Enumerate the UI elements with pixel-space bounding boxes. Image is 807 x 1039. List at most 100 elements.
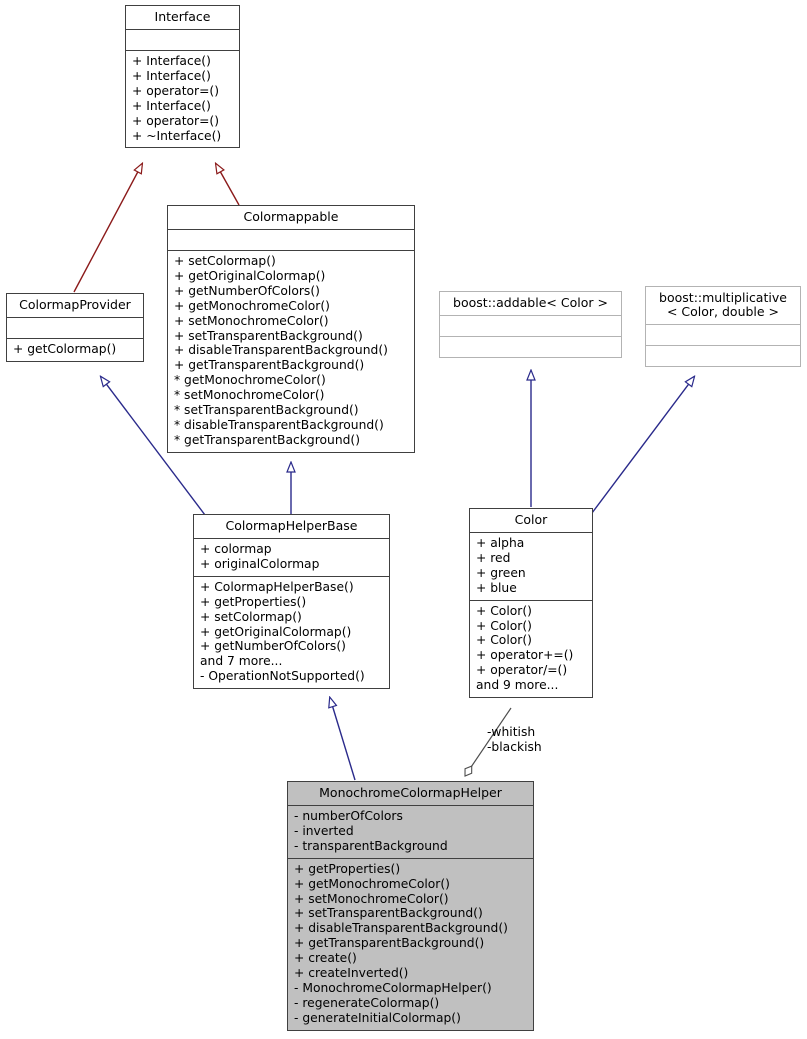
member-row: + getTransparentBackground(): [174, 358, 365, 373]
member-row: + operator/=(): [476, 663, 568, 678]
class-node-colormapprovider[interactable]: ColormapProvider + getColormap(): [6, 293, 144, 362]
member-row: + setMonochromeColor(): [294, 891, 449, 906]
member-row: + Interface(): [132, 68, 211, 83]
class-node-colormappable[interactable]: Colormappable + setColormap() + getOrigi…: [167, 205, 415, 453]
operations-compartment-colormaphelperbase: + ColormapHelperBase() + getProperties()…: [194, 577, 389, 688]
member-row: + setMonochromeColor(): [174, 313, 329, 328]
member-row: + Interface(): [132, 98, 211, 113]
member-row: + disableTransparentBackground(): [294, 921, 508, 936]
member-row: + green: [476, 565, 526, 580]
member-row: + operator+=(): [476, 648, 574, 663]
member-row: * getMonochromeColor(): [174, 373, 326, 388]
divider: [7, 338, 143, 339]
class-node-color[interactable]: Color + alpha + red + green + blue + Col…: [469, 508, 593, 699]
attributes-compartment-boost-multiplicative: [646, 325, 800, 345]
divider: [288, 805, 533, 806]
member-row: + setColormap(): [174, 254, 276, 268]
member-row: * getTransparentBackground(): [174, 432, 361, 447]
class-title-boost-addable: boost::addable< Color >: [453, 295, 608, 310]
divider: [194, 538, 389, 539]
class-title-boost-multiplicative: boost::multiplicative < Color, double >: [659, 290, 787, 319]
attributes-compartment-interface: [126, 30, 239, 50]
operations-compartment-boost-multiplicative: [646, 346, 800, 366]
member-row: + getColormap(): [13, 342, 117, 356]
member-row: + getOriginalColormap(): [174, 268, 326, 283]
attributes-compartment-monochromecolormaphelper: - numberOfColors - inverted - transparen…: [288, 806, 533, 858]
member-row: + disableTransparentBackground(): [174, 343, 388, 358]
member-row: - MonochromeColormapHelper(): [294, 980, 492, 995]
divider: [126, 50, 239, 51]
member-row: + Color(): [476, 618, 532, 633]
member-row: * setTransparentBackground(): [174, 403, 359, 418]
class-node-colormaphelperbase[interactable]: ColormapHelperBase + colormap + original…: [193, 514, 390, 690]
divider: [440, 315, 621, 316]
member-row: and 9 more...: [476, 678, 559, 693]
member-row: + getNumberOfColors(): [174, 283, 320, 298]
association-role-label-color-monochrome: -whitish -blackish: [487, 725, 542, 754]
divider: [194, 575, 389, 577]
class-title-colormaphelperbase: ColormapHelperBase: [225, 518, 358, 533]
member-row: + blue: [476, 580, 517, 595]
operations-compartment-interface: + Interface() + Interface() + operator=(…: [126, 51, 239, 147]
divider: [7, 317, 143, 318]
divider: [168, 250, 414, 251]
member-row: + ColormapHelperBase(): [200, 579, 354, 594]
class-title-colormapprovider: ColormapProvider: [19, 297, 131, 312]
edge-monochrome-to-colormaphelperbase: [330, 698, 356, 781]
class-title-color: Color: [514, 512, 548, 527]
operations-compartment-color: + Color() + Color() + Color() + operator…: [470, 601, 592, 697]
member-row: + Color(): [476, 633, 532, 648]
divider: [288, 857, 533, 859]
class-node-boost-addable[interactable]: boost::addable< Color >: [439, 291, 622, 358]
class-node-monochromecolormaphelper[interactable]: MonochromeColormapHelper - numberOfColor…: [287, 781, 534, 1031]
member-row: + getNumberOfColors(): [200, 639, 346, 654]
member-row: + colormap: [200, 542, 272, 556]
member-row: - generateInitialColormap(): [294, 1010, 461, 1025]
member-row: - transparentBackground: [294, 838, 448, 853]
member-row: + create(): [294, 951, 357, 966]
attributes-compartment-colormapprovider: [7, 318, 143, 338]
class-node-interface[interactable]: Interface + Interface() + Interface() + …: [125, 5, 240, 149]
member-row: + operator=(): [132, 83, 219, 98]
member-row: - regenerateColormap(): [294, 995, 440, 1010]
attributes-compartment-boost-addable: [440, 316, 621, 336]
member-row: + setColormap(): [200, 609, 302, 624]
divider: [440, 336, 621, 337]
operations-compartment-monochromecolormaphelper: + getProperties() + getMonochromeColor()…: [288, 859, 533, 1030]
member-row: + setTransparentBackground(): [174, 328, 363, 343]
member-row: + Interface(): [132, 54, 211, 68]
operations-compartment-colormapprovider: + getColormap(): [7, 339, 143, 361]
member-row: + ~Interface(): [132, 128, 222, 143]
class-node-boost-multiplicative[interactable]: boost::multiplicative < Color, double >: [645, 286, 801, 367]
member-row: + createInverted(): [294, 966, 409, 981]
member-row: and 7 more...: [200, 654, 283, 669]
member-row: + getProperties(): [294, 861, 401, 876]
divider: [646, 345, 800, 346]
member-row: + getOriginalColormap(): [200, 624, 352, 639]
member-row: + getTransparentBackground(): [294, 936, 485, 951]
member-row: + operator=(): [132, 113, 219, 128]
member-row: * disableTransparentBackground(): [174, 417, 384, 432]
member-row: + red: [476, 550, 511, 565]
member-row: - OperationNotSupported(): [200, 669, 365, 684]
edge-colormappable-to-interface: [216, 164, 240, 206]
class-title-monochromecolormaphelper: MonochromeColormapHelper: [319, 785, 502, 800]
attributes-compartment-colormappable: [168, 230, 414, 250]
divider: [470, 532, 592, 533]
edge-colormapprovider-to-interface: [73, 164, 142, 293]
divider: [470, 599, 592, 601]
member-row: + Color(): [476, 603, 532, 618]
class-title-interface: Interface: [154, 9, 211, 24]
member-row: + setTransparentBackground(): [294, 906, 483, 921]
member-row: + getProperties(): [200, 594, 307, 609]
operations-compartment-colormappable: + setColormap() + getOriginalColormap() …: [168, 251, 414, 452]
member-row: + alpha: [476, 536, 525, 550]
class-title-colormappable: Colormappable: [243, 209, 339, 224]
member-row: + getMonochromeColor(): [294, 876, 450, 891]
attributes-compartment-color: + alpha + red + green + blue: [470, 533, 592, 600]
member-row: + getMonochromeColor(): [174, 298, 330, 313]
divider: [646, 324, 800, 325]
divider: [126, 29, 239, 30]
member-row: - numberOfColors: [294, 809, 403, 823]
